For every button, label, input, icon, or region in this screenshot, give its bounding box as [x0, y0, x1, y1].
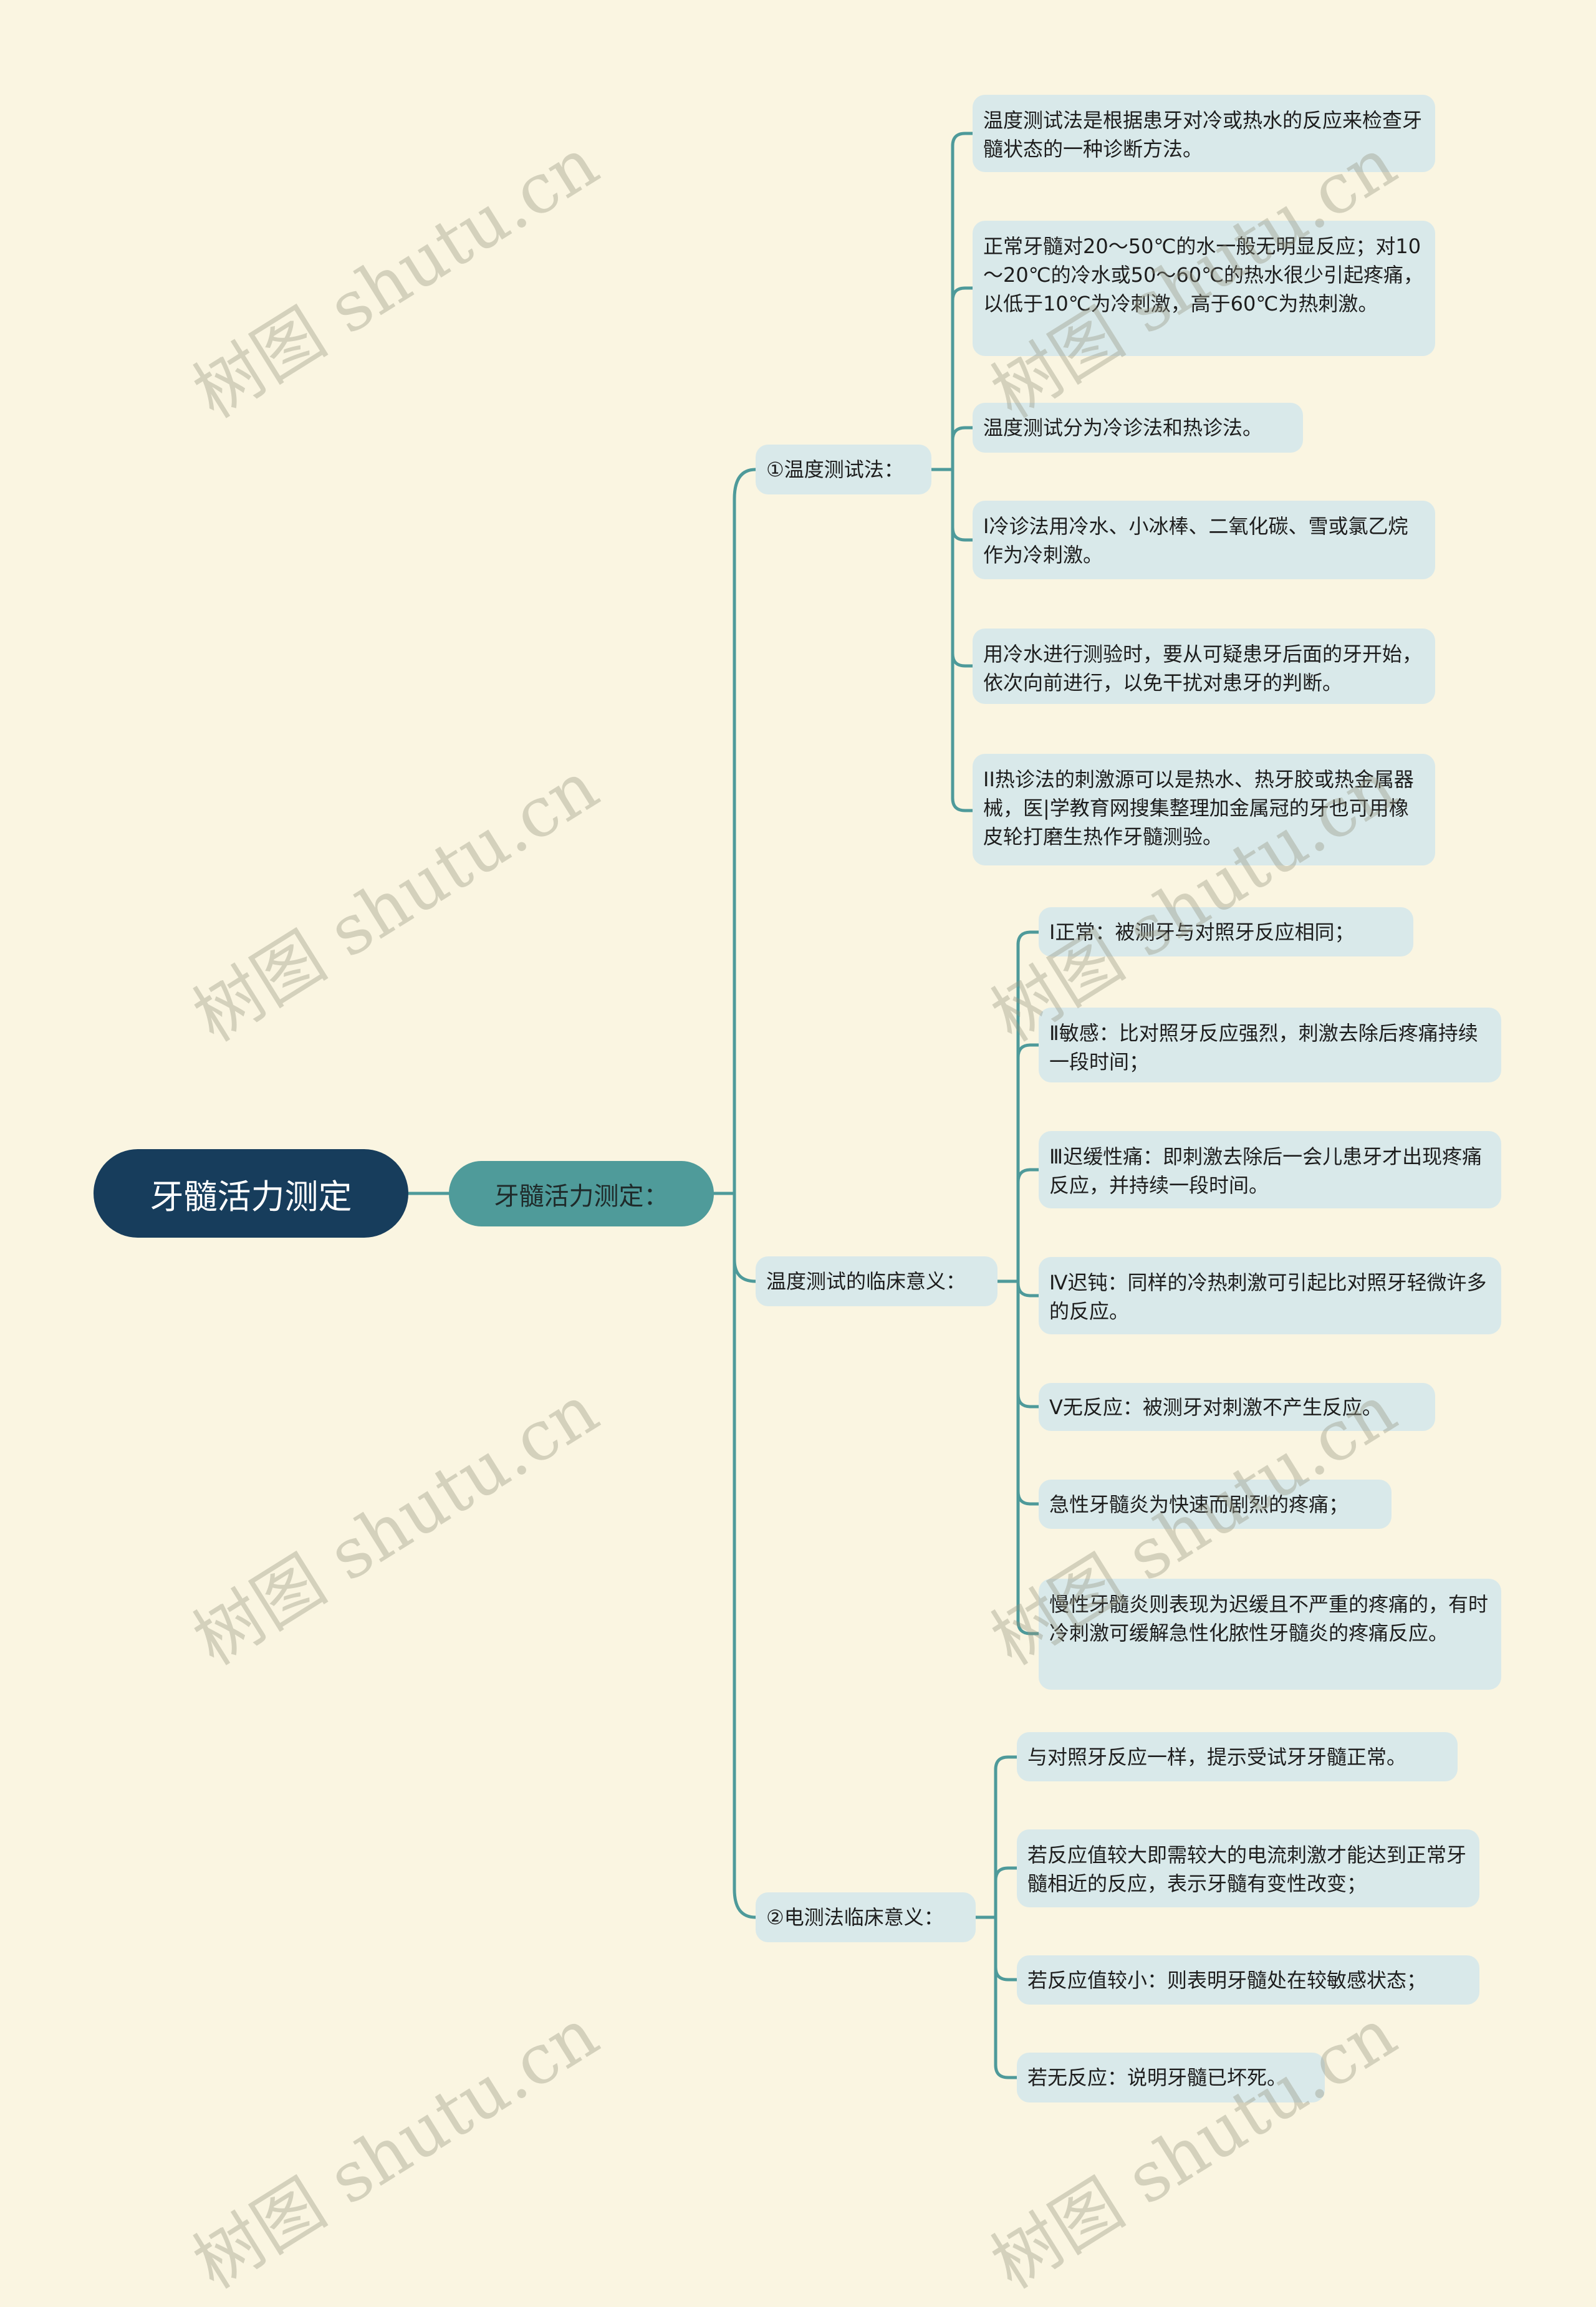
leaf-node[interactable]: 与对照牙反应一样，提示受试牙牙髓正常。 [1017, 1732, 1458, 1781]
leaf-text: 若无反应：说明牙髓已坏死。 [1027, 2066, 1287, 2089]
section-node-temperature-test[interactable]: ①温度测试法： [756, 445, 931, 494]
section-label: ②电测法临床意义： [766, 1905, 944, 1929]
root-node[interactable]: 牙髓活力测定 [94, 1149, 408, 1238]
leaf-node[interactable]: Ⅲ迟缓性痛：即刺激去除后一会儿患牙才出现疼痛反应，并持续一段时间。 [1039, 1131, 1501, 1208]
leaf-text: 急性牙髓炎为快速而剧烈的疼痛； [1049, 1492, 1349, 1516]
leaf-text: Ⅱ敏感：比对照牙反应强烈，刺激去除后疼痛持续一段时间； [1049, 1021, 1478, 1074]
leaf-node[interactable]: 若无反应：说明牙髓已坏死。 [1017, 2053, 1325, 2102]
leaf-node[interactable]: 正常牙髓对20～50℃的水一般无明显反应；对10～20℃的冷水或50～60℃的热… [973, 221, 1435, 356]
leaf-text: 若反应值较小：则表明牙髓处在较敏感状态； [1027, 1968, 1427, 1992]
leaf-node[interactable]: Ⅴ无反应：被测牙对刺激不产生反应。 [1039, 1383, 1435, 1431]
section-node-electric-test-clinical-meaning[interactable]: ②电测法临床意义： [756, 1892, 976, 1942]
topic-node-level1[interactable]: 牙髓活力测定： [449, 1161, 714, 1226]
leaf-text: 若反应值较大即需较大的电流刺激才能达到正常牙髓相近的反应，表示牙髓有变性改变； [1027, 1843, 1467, 1895]
leaf-node[interactable]: 用冷水进行测验时，要从可疑患牙后面的牙开始，依次向前进行，以免干扰对患牙的判断。 [973, 629, 1435, 704]
leaf-text: 正常牙髓对20～50℃的水一般无明显反应；对10～20℃的冷水或50～60℃的热… [983, 234, 1424, 315]
leaf-text: I冷诊法用冷水、小冰棒、二氧化碳、雪或氯乙烷作为冷刺激。 [983, 514, 1408, 567]
leaf-text: Ⅴ无反应：被测牙对刺激不产生反应。 [1049, 1395, 1382, 1419]
leaf-text: 用冷水进行测验时，要从可疑患牙后面的牙开始，依次向前进行，以免干扰对患牙的判断。 [983, 642, 1423, 695]
leaf-text: 与对照牙反应一样，提示受试牙牙髓正常。 [1027, 1745, 1407, 1769]
leaf-node[interactable]: Ⅳ迟钝：同样的冷热刺激可引起比对照牙轻微许多的反应。 [1039, 1257, 1501, 1334]
leaf-node[interactable]: 急性牙髓炎为快速而剧烈的疼痛； [1039, 1480, 1392, 1529]
leaf-text: 温度测试法是根据患牙对冷或热水的反应来检查牙髓状态的一种诊断方法。 [983, 108, 1423, 161]
section-node-temperature-clinical-meaning[interactable]: 温度测试的临床意义： [756, 1256, 998, 1306]
leaf-text: II热诊法的刺激源可以是热水、热牙胶或热金属器械，医|学教育网搜集整理加金属冠的… [983, 768, 1414, 849]
connector-lines [406, 132, 1041, 2079]
leaf-text: 温度测试分为冷诊法和热诊法。 [983, 416, 1263, 440]
root-label: 牙髓活力测定 [150, 1177, 352, 1216]
leaf-node[interactable]: I冷诊法用冷水、小冰棒、二氧化碳、雪或氯乙烷作为冷刺激。 [973, 501, 1435, 579]
leaf-node[interactable]: 温度测试法是根据患牙对冷或热水的反应来检查牙髓状态的一种诊断方法。 [973, 95, 1435, 172]
leaf-text: Ⅳ迟钝：同样的冷热刺激可引起比对照牙轻微许多的反应。 [1049, 1271, 1487, 1323]
leaf-node[interactable]: 若反应值较小：则表明牙髓处在较敏感状态； [1017, 1955, 1479, 2005]
leaf-node[interactable]: Ⅰ正常：被测牙与对照牙反应相同； [1039, 907, 1413, 956]
leaf-node[interactable]: 慢性牙髓炎则表现为迟缓且不严重的疼痛的，有时冷刺激可缓解急性化脓性牙髓炎的疼痛反… [1039, 1579, 1501, 1690]
leaf-text: 慢性牙髓炎则表现为迟缓且不严重的疼痛的，有时冷刺激可缓解急性化脓性牙髓炎的疼痛反… [1049, 1592, 1489, 1645]
section-label: ①温度测试法： [766, 458, 904, 481]
leaf-node[interactable]: Ⅱ敏感：比对照牙反应强烈，刺激去除后疼痛持续一段时间； [1039, 1008, 1501, 1082]
leaf-text: Ⅲ迟缓性痛：即刺激去除后一会儿患牙才出现疼痛反应，并持续一段时间。 [1049, 1145, 1483, 1197]
leaf-text: Ⅰ正常：被测牙与对照牙反应相同； [1049, 920, 1355, 944]
leaf-node[interactable]: 温度测试分为冷诊法和热诊法。 [973, 403, 1303, 453]
level1-label: 牙髓活力测定： [494, 1182, 669, 1211]
section-label: 温度测试的临床意义： [766, 1269, 966, 1293]
leaf-node[interactable]: 若反应值较大即需较大的电流刺激才能达到正常牙髓相近的反应，表示牙髓有变性改变； [1017, 1829, 1479, 1907]
leaf-node[interactable]: II热诊法的刺激源可以是热水、热牙胶或热金属器械，医|学教育网搜集整理加金属冠的… [973, 754, 1435, 865]
